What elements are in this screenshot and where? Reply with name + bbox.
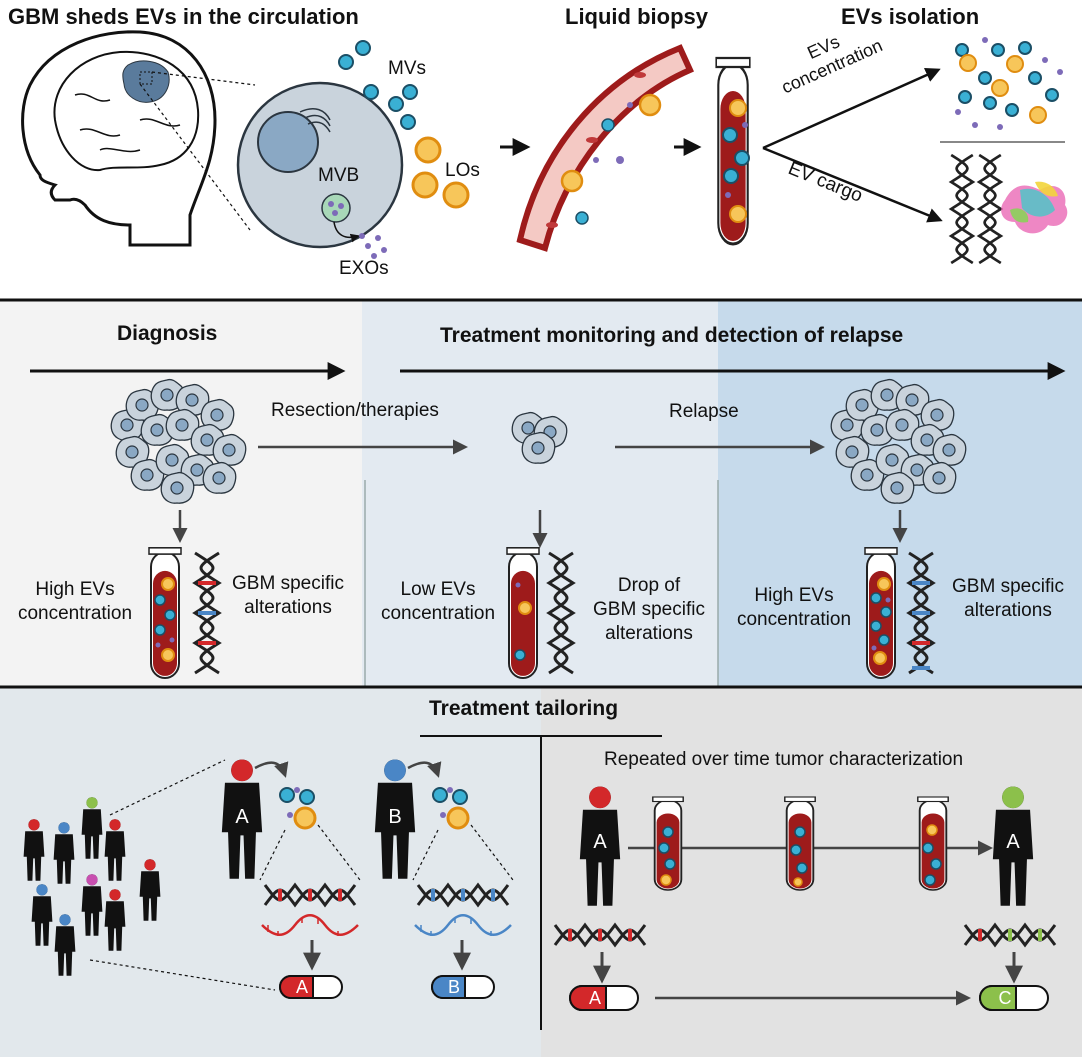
panel2-evs-line1: Low EVs <box>400 579 476 600</box>
isolated-evs <box>955 37 1063 130</box>
pill-a-right <box>569 985 639 1011</box>
panel1-evs-label: High EVs concentration <box>0 578 150 626</box>
label-los: LOs <box>445 160 480 181</box>
tumor-cluster-treated <box>511 411 568 464</box>
patient-b-label: B <box>388 806 402 828</box>
panel3-evs-line1: High EVs <box>754 585 834 606</box>
panel3-alt-line1: GBM specific <box>952 576 1064 597</box>
patient-crowd <box>23 797 161 976</box>
mvb <box>321 193 351 223</box>
patient-a-end-label: A <box>1006 831 1020 853</box>
tube-time-2 <box>783 796 817 891</box>
pill-c-label: C <box>998 988 1012 1008</box>
tumor-cluster-relapse <box>830 378 967 504</box>
title-diagnosis: Diagnosis <box>117 322 218 345</box>
title-repeated-characterization: Repeated over time tumor characterizatio… <box>604 749 964 770</box>
patient-a-end <box>992 786 1034 906</box>
panel1-alt-line2: alterations <box>244 597 332 618</box>
pill-a <box>279 975 343 999</box>
panel1-alt-line1: GBM specific <box>232 573 344 594</box>
label-mvs: MVs <box>388 58 426 79</box>
panel2-evs-line2: concentration <box>380 603 496 624</box>
blood-vessel <box>516 44 694 252</box>
title-evs-isolation: EVs isolation <box>841 4 980 29</box>
panel1-alterations-label: GBM specific alterations <box>222 572 354 620</box>
nucleus <box>257 111 319 173</box>
monitoring-panel-bg <box>362 300 718 687</box>
patient-a-start <box>579 786 621 906</box>
title-liquid-biopsy: Liquid biopsy <box>565 4 708 29</box>
title-monitoring: Treatment monitoring and detection of re… <box>440 324 904 347</box>
panel2-alt-line3: alterations <box>605 623 693 644</box>
dna-monitoring <box>547 551 575 675</box>
tumor-in-brain <box>122 60 170 103</box>
pill-b <box>431 975 495 999</box>
panel2-alterations-label: Drop of GBM specific alterations <box>579 574 719 646</box>
label-mvb: MVB <box>318 165 360 186</box>
protein-structure <box>1001 181 1068 234</box>
patient-a-figure <box>221 759 263 879</box>
step-relapse: Relapse <box>669 401 739 422</box>
title-treatment-tailoring: Treatment tailoring <box>429 697 619 720</box>
panel3-evs-line2: concentration <box>736 609 852 630</box>
panel3-evs-label: High EVs concentration <box>724 584 864 632</box>
panel3-alt-line2: alterations <box>964 600 1052 621</box>
dna-diagnosis <box>193 551 221 675</box>
panel2-alt-line1: Drop of <box>617 575 681 596</box>
patient-a-label: A <box>235 806 249 828</box>
pill-a-label: A <box>295 977 308 997</box>
panel3-alterations-label: GBM specific alterations <box>938 575 1078 623</box>
pill-a-right-label: A <box>588 988 601 1008</box>
pill-b-label: B <box>447 977 460 997</box>
pill-c <box>979 985 1049 1011</box>
tumor-cluster-diagnosis <box>110 378 247 504</box>
dna-relapse <box>907 551 935 675</box>
patient-a-start-label: A <box>593 831 607 853</box>
panel1-evs-line1: High EVs <box>35 579 115 600</box>
panel1-evs-line2: concentration <box>17 603 133 624</box>
title-gbm-sheds: GBM sheds EVs in the circulation <box>8 4 359 29</box>
panel2-alt-line2: GBM specific <box>593 599 705 620</box>
panel2-evs-label: Low EVs concentration <box>373 578 503 626</box>
patient-b-figure <box>374 759 416 879</box>
label-exos: EXOs <box>339 258 389 279</box>
step-resection: Resection/therapies <box>271 400 439 421</box>
